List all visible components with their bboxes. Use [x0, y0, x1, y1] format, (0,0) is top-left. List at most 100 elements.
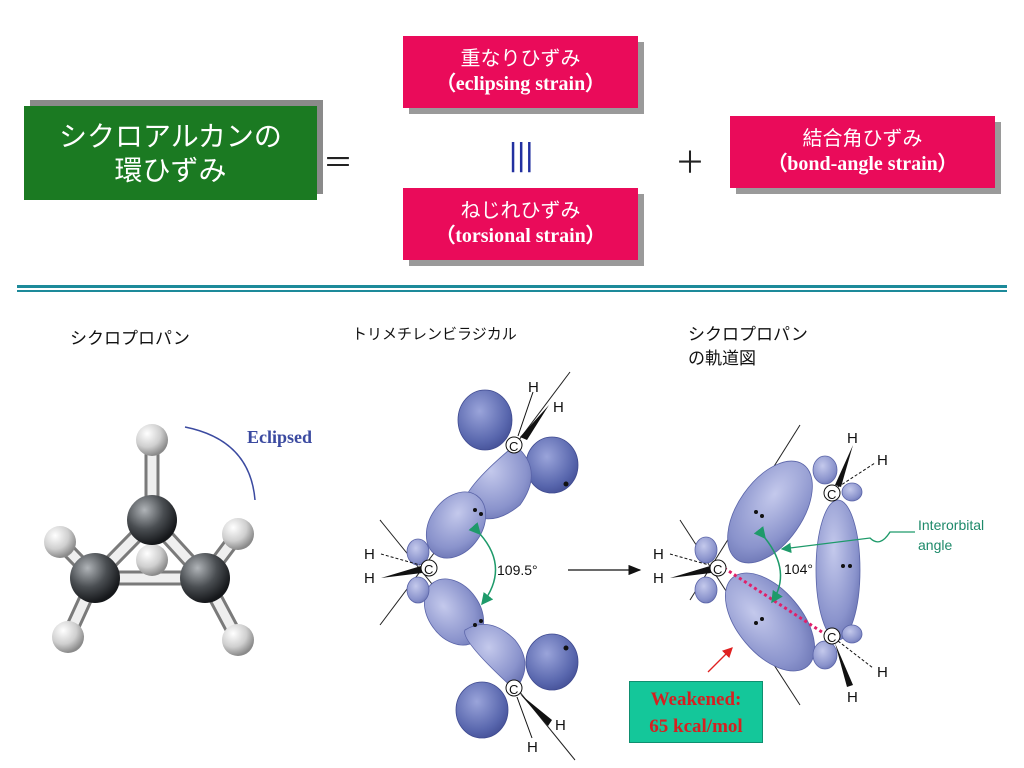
electron-dot — [563, 645, 569, 651]
electron-dot — [760, 514, 764, 518]
orbital-diagram: C C C H H H H H H 104° Interorbital angl… — [653, 424, 984, 706]
eclipsing-strain-ja: 重なりひずみ — [460, 46, 581, 70]
p-orbital-lobe — [525, 633, 579, 691]
wedge-bond — [520, 405, 549, 440]
orbital-label-line2: の軌道図 — [688, 349, 756, 369]
small-orbital-lobe — [812, 455, 838, 485]
torsional-strain-en: （torsional strain） — [435, 225, 606, 247]
biradical-angle: 109.5° — [497, 562, 538, 578]
hydrogen-symbol: H — [528, 379, 539, 396]
small-orbital-lobe — [841, 482, 863, 502]
wedge-bond — [381, 566, 422, 578]
bond-angle-strain-ja: 結合角ひずみ — [802, 126, 923, 150]
carbon-label-circle — [823, 484, 841, 502]
hydrogen-atom — [222, 518, 254, 550]
orbital-angle: 104° — [784, 561, 813, 577]
electron-dot — [563, 481, 569, 487]
carbon-atom — [70, 553, 120, 603]
small-orbital-lobe — [694, 536, 718, 564]
divider-line — [17, 285, 1007, 288]
orbital-diagram-label: シクロプロパン の軌道図 — [688, 323, 808, 371]
bond-angle-strain-en: （bond-angle strain） — [767, 153, 958, 175]
hydrogen-symbol: H — [653, 570, 664, 587]
plus-sign: ＋ — [675, 146, 705, 181]
hydrogen-atom — [44, 526, 76, 558]
electron-dot — [841, 564, 845, 568]
carbon-label-circle — [505, 436, 523, 454]
hydrogen-symbol: H — [555, 717, 566, 734]
angle-arc — [468, 522, 497, 606]
sp3-orbital-lobe — [724, 572, 816, 672]
equals-sign: ＝ — [323, 146, 353, 181]
weakened-arrow — [707, 647, 733, 673]
wedge-bond — [835, 445, 853, 487]
weakened-line1: Weakened: — [650, 689, 742, 710]
hydrogen-symbol: H — [553, 399, 564, 416]
sp3-orbital-lobe — [464, 623, 526, 691]
wedge-bond — [670, 566, 711, 578]
p-orbital-lobe — [457, 389, 513, 451]
hydrogen-symbol: H — [847, 689, 858, 706]
weakened-box: Weakened: 65 kcal/mol — [629, 681, 763, 743]
biradical-label: トリメチレンビラジカル — [352, 325, 517, 343]
electron-dot — [848, 564, 852, 568]
carbon-atom — [180, 553, 230, 603]
hydrogen-symbol: H — [877, 452, 888, 469]
hydrogen-symbol: H — [877, 664, 888, 681]
ring-strain-line1: シクロアルカンの — [59, 120, 282, 153]
carbon-symbol: C — [509, 439, 518, 454]
eclipsed-arc — [184, 426, 256, 501]
carbon-label-circle — [823, 627, 841, 645]
eclipsing-strain-box: 重なりひずみ （eclipsing strain） — [403, 36, 638, 108]
torsional-strain-box: ねじれひずみ （torsional strain） — [403, 188, 638, 260]
carbon-label-circle — [505, 679, 523, 697]
electron-dot — [754, 621, 758, 625]
carbon-symbol: C — [509, 682, 518, 697]
p-orbital-lobe — [525, 436, 579, 494]
divider-line-thin — [17, 290, 1007, 292]
electron-dot — [760, 617, 764, 621]
electron-dot — [473, 623, 477, 627]
carbon-symbol: C — [713, 562, 722, 577]
hydrogen-symbol: H — [847, 430, 858, 447]
small-orbital-lobe — [694, 576, 718, 604]
electron-dot — [754, 510, 758, 514]
carbon-symbol: C — [827, 487, 836, 502]
hydrogen-symbol: H — [527, 739, 538, 756]
cyclopropane-model: Eclipsed — [44, 424, 312, 656]
wedge-bond — [835, 643, 853, 687]
small-orbital-lobe — [812, 640, 838, 670]
identity-symbol: ||| — [508, 138, 534, 173]
small-orbital-lobe — [406, 576, 430, 604]
hydrogen-symbol: H — [653, 546, 664, 563]
angle-arc — [753, 526, 783, 604]
hydrogen-atom — [222, 624, 254, 656]
carbon-symbol: C — [424, 562, 433, 577]
hydrogen-atom — [136, 424, 168, 456]
torsional-strain-ja: ねじれひずみ — [460, 198, 581, 222]
eclipsing-strain-en: （eclipsing strain） — [435, 73, 606, 95]
interorbital-line1: Interorbital — [918, 517, 984, 533]
electron-dot — [479, 619, 483, 623]
hydrogen-atom — [136, 544, 168, 576]
small-orbital-lobe — [841, 624, 863, 644]
small-orbital-lobe — [406, 538, 430, 566]
sp3-orbital-lobe — [727, 460, 813, 564]
ring-strain-box: シクロアルカンの 環ひずみ — [24, 106, 317, 200]
cyclopropane-label: シクロプロパン — [70, 329, 190, 349]
carbon-atom — [127, 495, 177, 545]
hydrogen-atom — [52, 621, 84, 653]
interorbital-line2: angle — [918, 537, 952, 553]
p-orbital-lobe — [455, 681, 509, 739]
biradical-diagram: C C C H H H H H H 109.5° — [364, 371, 642, 761]
weakened-line2: 65 kcal/mol — [649, 716, 743, 737]
hydrogen-symbol: H — [364, 546, 375, 563]
interorbital-pointer — [780, 531, 915, 554]
bond-angle-strain-box: 結合角ひずみ （bond-angle strain） — [730, 116, 995, 188]
eclipsed-label: Eclipsed — [247, 427, 312, 447]
ring-strain-line2: 環ひずみ — [114, 154, 227, 187]
sp3-orbital-lobe — [815, 499, 861, 641]
orbital-label-line1: シクロプロパン — [688, 325, 808, 345]
hydrogen-symbol: H — [364, 570, 375, 587]
